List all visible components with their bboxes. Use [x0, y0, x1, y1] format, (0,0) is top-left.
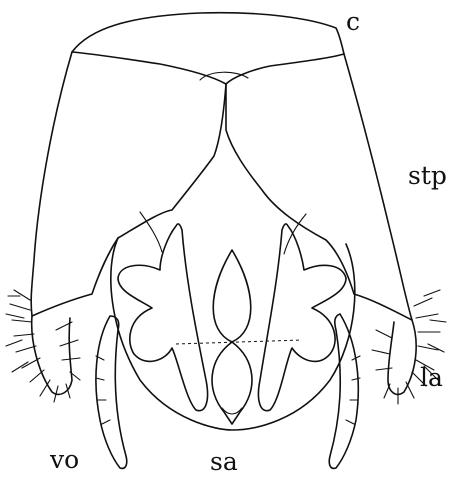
label-stp: stp — [408, 161, 447, 190]
valve-hairs — [96, 356, 360, 424]
ovipositor-valve-right — [329, 314, 358, 468]
right-lobe — [258, 224, 346, 411]
label-vo: vo — [49, 445, 79, 474]
left-lobe — [118, 224, 208, 411]
sternal-inner-right — [284, 214, 306, 254]
ovipositor-valve-left — [96, 316, 127, 468]
sternal-plate-left — [31, 52, 226, 316]
label-sa: sa — [210, 447, 238, 476]
label-c: c — [346, 7, 360, 36]
median-pair — [212, 250, 252, 424]
subanal-midline — [176, 340, 302, 344]
label-la: la — [420, 363, 443, 392]
cercus-plate — [72, 13, 344, 84]
lateral-appendage-left — [32, 316, 72, 394]
sternal-plate-right — [226, 54, 412, 320]
lateral-appendage-right — [388, 320, 416, 394]
